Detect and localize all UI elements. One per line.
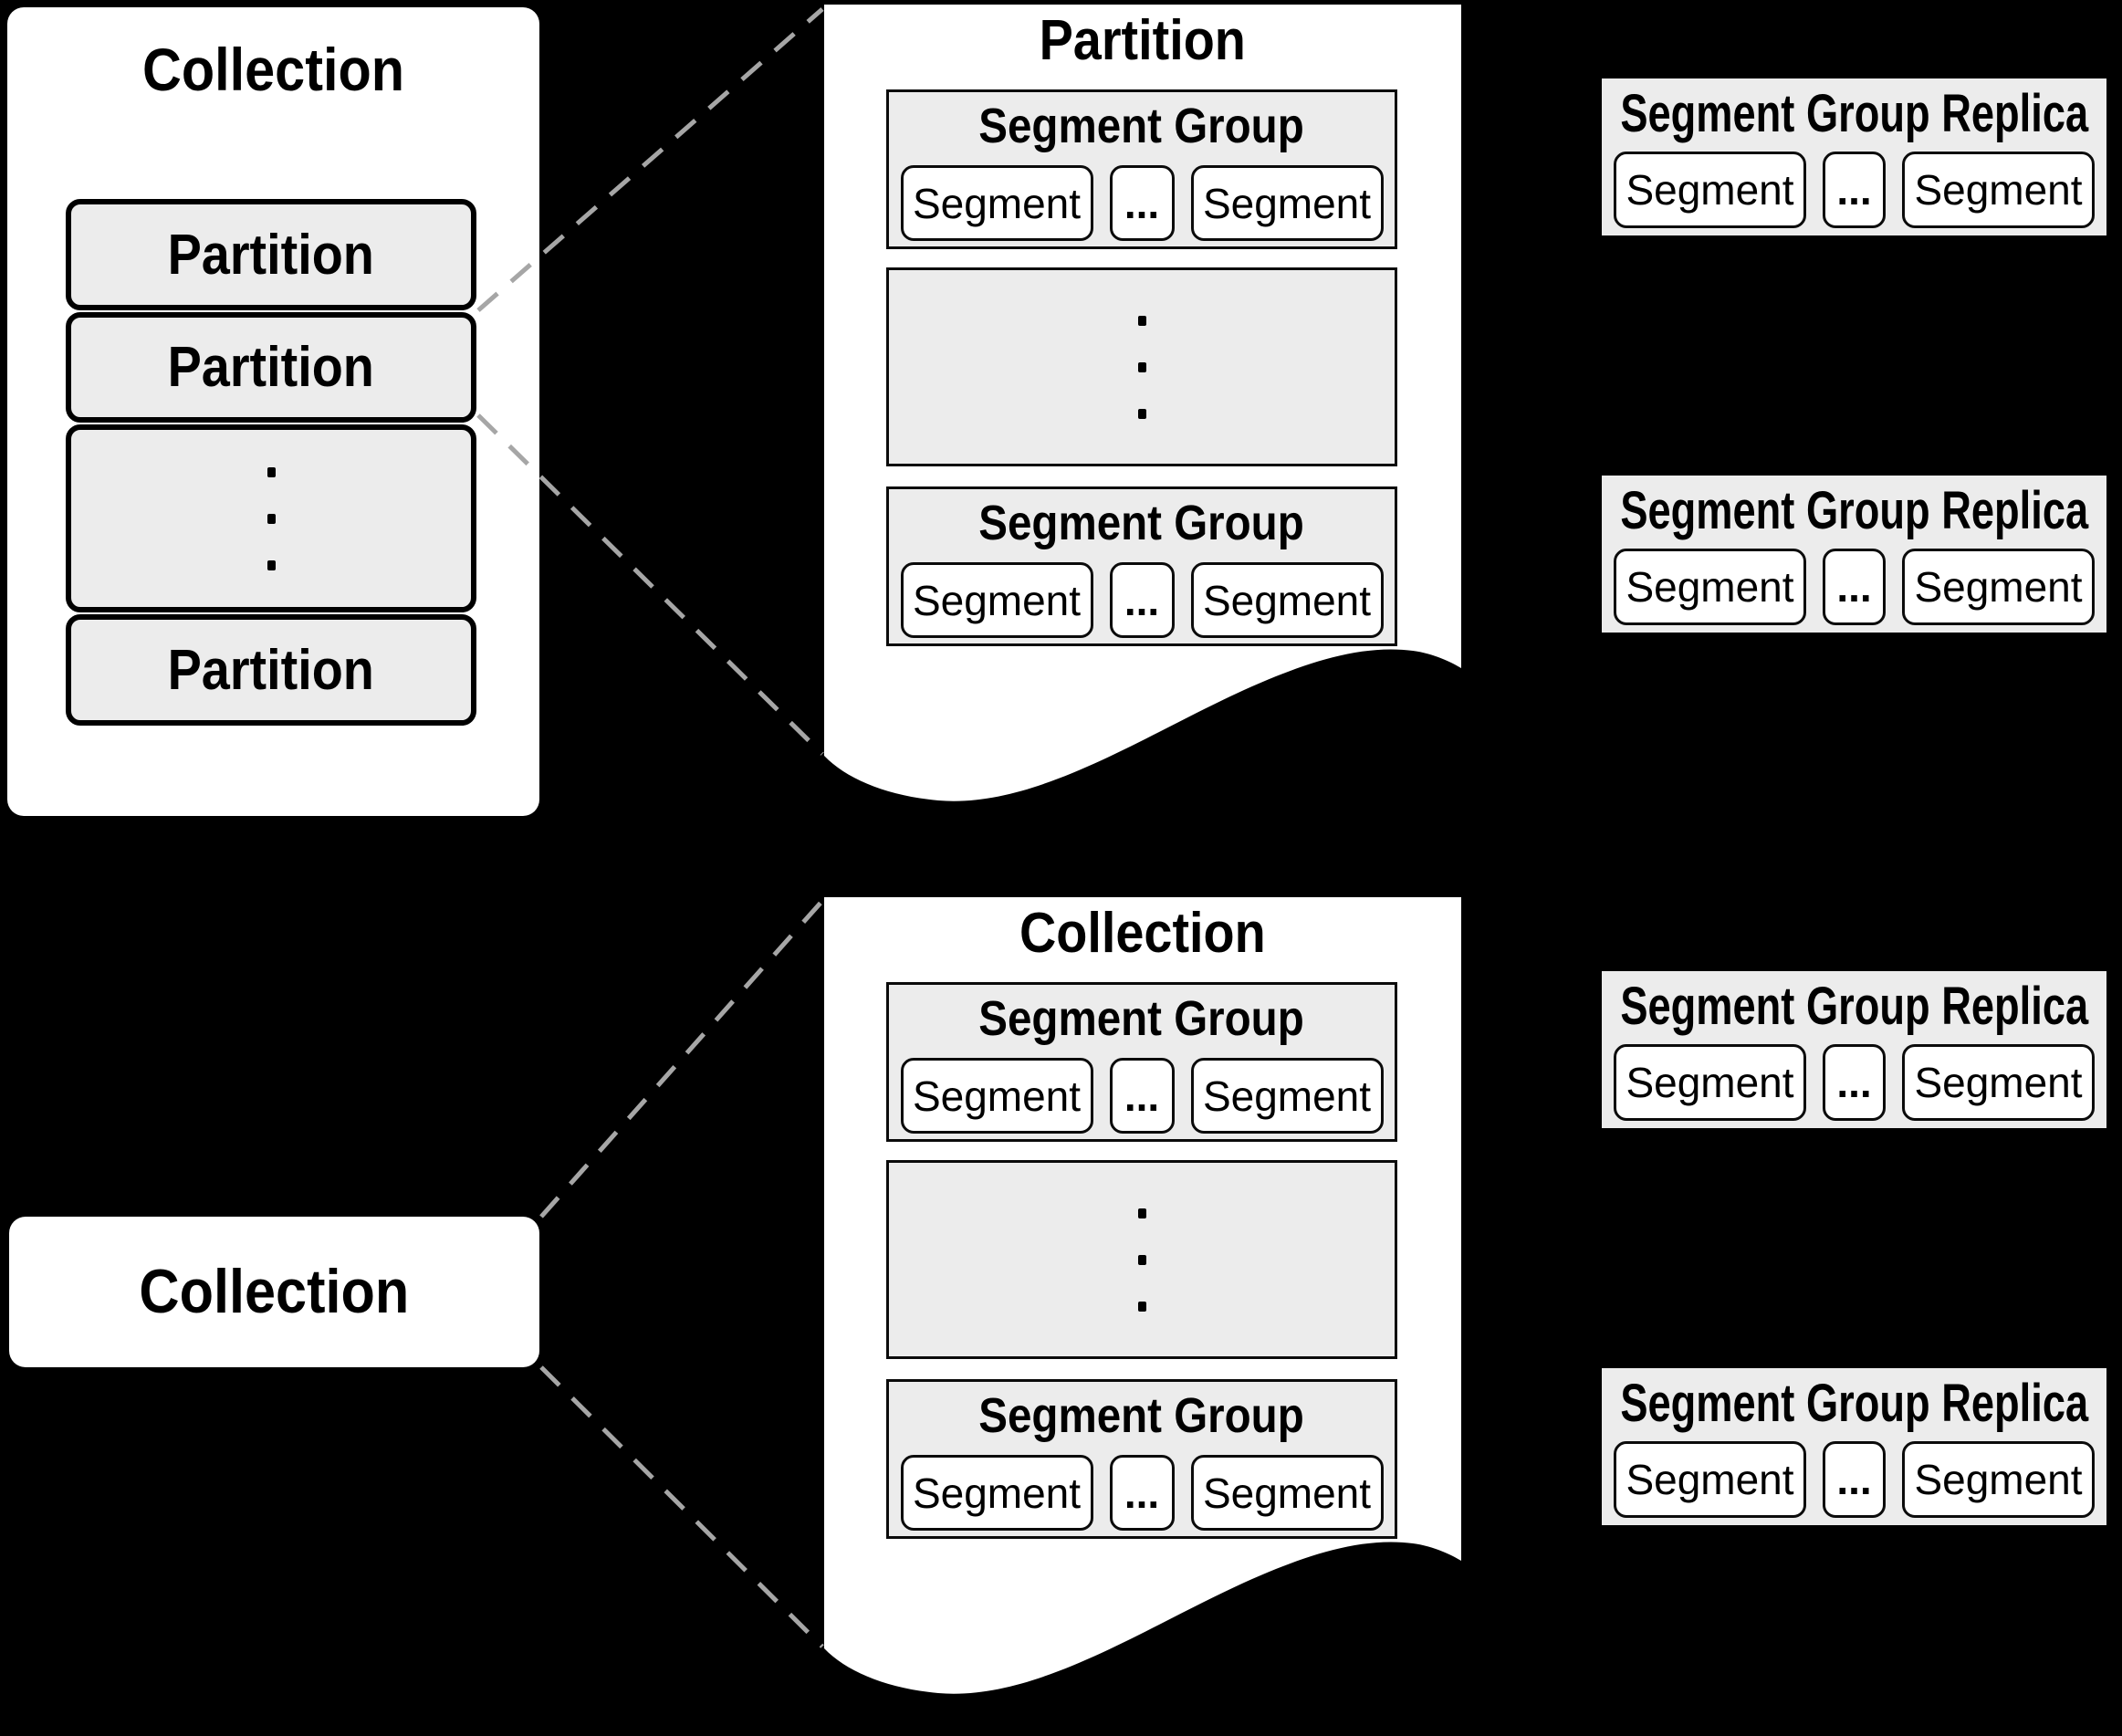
replica-title: Segment Group Replica	[1620, 481, 2088, 540]
segment-row: Segment ... Segment	[1614, 152, 2095, 228]
segment-ellipsis-box: ...	[1109, 1058, 1175, 1134]
segment-box: Segment	[900, 562, 1093, 638]
replica-title: Segment Group Replica	[1620, 84, 2088, 143]
segment-box: Segment	[1614, 1441, 1806, 1518]
segment-group-replica-box: Segment Group Replica Segment ... Segmen…	[1602, 476, 2106, 633]
segment-box: Segment	[1614, 1044, 1806, 1121]
segment-box: Segment	[900, 1058, 1093, 1134]
segment-group-box: Segment Group Segment ... Segment	[886, 486, 1397, 646]
segment-group-box: Segment Group Segment ... Segment	[886, 982, 1397, 1142]
replica-title: Segment Group Replica	[1620, 1374, 2088, 1433]
vertical-ellipsis-dot	[267, 466, 276, 477]
collection-bar: Collection	[9, 1217, 539, 1367]
more-segment-groups-dots	[886, 1160, 1397, 1359]
more-segment-groups-dots	[886, 267, 1397, 466]
segment-group-replica-box: Segment Group Replica Segment ... Segmen…	[1602, 78, 2106, 235]
collection-detail-title: Collection	[1019, 902, 1266, 965]
segment-row: Segment ... Segment	[1614, 1441, 2095, 1518]
vertical-ellipsis-dot	[1137, 1254, 1146, 1265]
segment-group-title: Segment Group	[978, 1388, 1305, 1443]
more-partitions-dots	[66, 424, 476, 612]
collection-overview-title: Collection	[141, 36, 405, 103]
zoom-line-collection-top	[539, 899, 824, 1218]
vertical-ellipsis-dot	[1137, 361, 1146, 372]
segment-row: Segment ... Segment	[900, 1058, 1384, 1134]
segment-group-box: Segment Group Segment ... Segment	[886, 89, 1397, 249]
segment-box: Segment	[1902, 152, 2095, 228]
vertical-ellipsis-dot	[1137, 408, 1146, 419]
segment-box: Segment	[1902, 549, 2095, 625]
partition-row: Partition	[66, 199, 476, 310]
segment-box: Segment	[1902, 1044, 2095, 1121]
segment-ellipsis-box: ...	[1823, 152, 1886, 228]
vertical-ellipsis-dot	[1137, 1208, 1146, 1218]
segment-group-title: Segment Group	[978, 99, 1305, 153]
segment-group-replica-box: Segment Group Replica Segment ... Segmen…	[1602, 1368, 2106, 1525]
segment-row: Segment ... Segment	[900, 1455, 1384, 1531]
partition-detail-title: Partition	[1039, 9, 1247, 72]
segment-ellipsis-box: ...	[1109, 562, 1175, 638]
collection-overview-panel: Collection Partition Partition Partition	[7, 7, 539, 816]
partition-row: Partition	[66, 312, 476, 423]
replica-title: Segment Group Replica	[1620, 977, 2088, 1036]
vertical-ellipsis-dot	[1137, 315, 1146, 326]
segment-box: Segment	[1190, 1455, 1384, 1531]
segment-row: Segment ... Segment	[900, 165, 1384, 241]
segment-box: Segment	[1190, 562, 1384, 638]
segment-row: Segment ... Segment	[900, 562, 1384, 638]
segment-box: Segment	[1902, 1441, 2095, 1518]
partition-row: Partition	[66, 614, 476, 726]
segment-box: Segment	[1614, 152, 1806, 228]
segment-ellipsis-box: ...	[1109, 1455, 1175, 1531]
collection-bar-title: Collection	[139, 1256, 410, 1326]
segment-row: Segment ... Segment	[1614, 549, 2095, 625]
segment-ellipsis-box: ...	[1109, 165, 1175, 241]
segment-group-box: Segment Group Segment ... Segment	[886, 1379, 1397, 1539]
segment-ellipsis-box: ...	[1823, 1441, 1886, 1518]
segment-box: Segment	[1190, 1058, 1384, 1134]
segment-group-title: Segment Group	[978, 991, 1305, 1046]
vertical-ellipsis-dot	[1137, 1301, 1146, 1312]
zoom-line-collection-bottom	[539, 1365, 824, 1648]
segment-group-replica-box: Segment Group Replica Segment ... Segmen…	[1602, 971, 2106, 1128]
vertical-ellipsis-dot	[267, 559, 276, 570]
segment-box: Segment	[900, 1455, 1093, 1531]
segment-group-title: Segment Group	[978, 496, 1305, 550]
segment-ellipsis-box: ...	[1823, 549, 1886, 625]
segment-ellipsis-box: ...	[1823, 1044, 1886, 1121]
vertical-ellipsis-dot	[267, 513, 276, 524]
segment-box: Segment	[1190, 165, 1384, 241]
segment-box: Segment	[900, 165, 1093, 241]
segment-box: Segment	[1614, 549, 1806, 625]
segment-row: Segment ... Segment	[1614, 1044, 2095, 1121]
